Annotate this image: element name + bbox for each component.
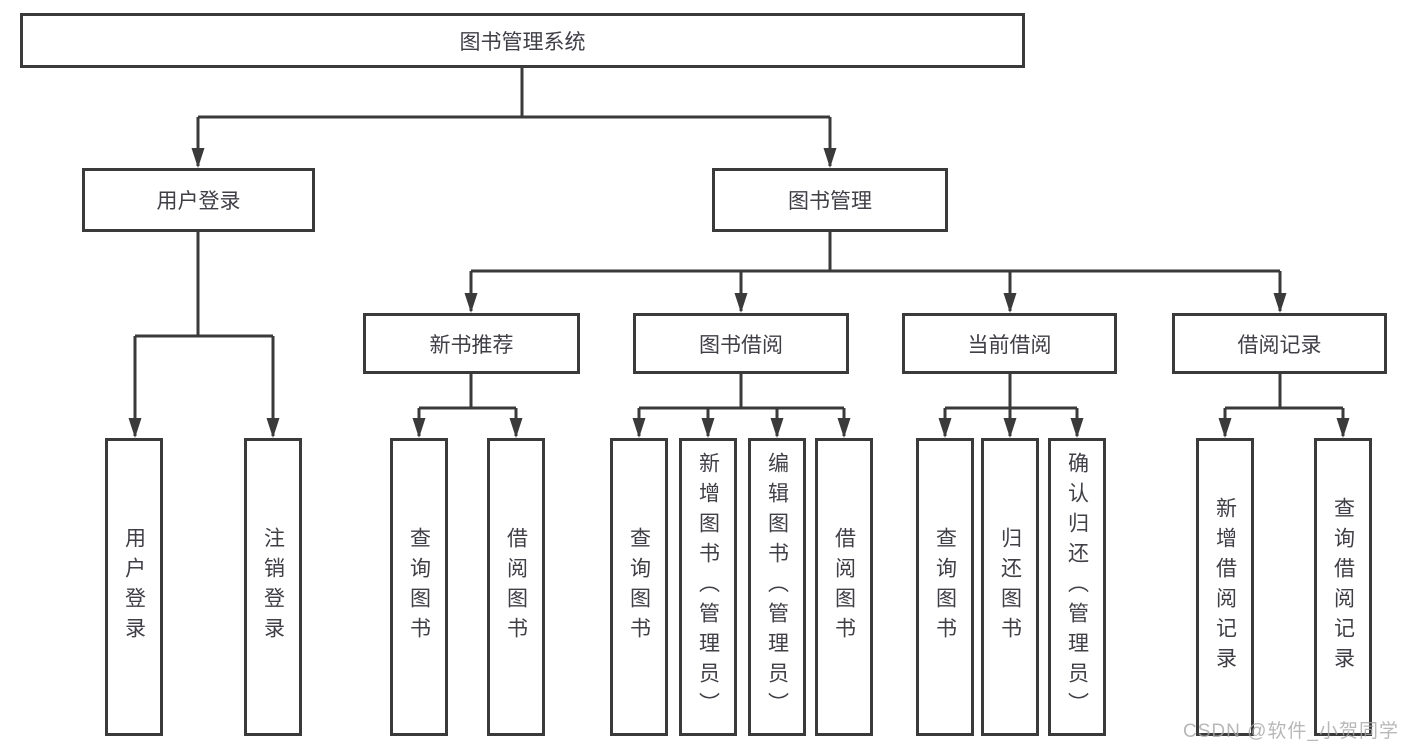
- node-label: 查询图书: [933, 527, 957, 647]
- node-label: 借阅图书: [504, 527, 528, 647]
- node-label: 新增图书（管理员）: [696, 452, 720, 722]
- leaf-br-query-record: 查询借阅记录: [1314, 438, 1372, 736]
- node-label: 归还图书: [998, 527, 1022, 647]
- node-label: 新增借阅记录: [1213, 497, 1237, 677]
- leaf-nbr-borrow-books: 借阅图书: [487, 438, 545, 736]
- node-label: 借阅图书: [832, 527, 856, 647]
- node-label: 用户登录: [122, 527, 146, 647]
- node-label: 查询图书: [627, 527, 651, 647]
- node-root-library-system: 图书管理系统: [20, 13, 1025, 68]
- node-new-book-recommend: 新书推荐: [363, 313, 580, 374]
- node-label: 编辑图书（管理员）: [765, 452, 789, 722]
- node-label: 借阅记录: [1237, 333, 1322, 357]
- leaf-nbr-query-books: 查询图书: [390, 438, 448, 736]
- leaf-cb-confirm-return-admin: 确认归还（管理员）: [1048, 438, 1106, 736]
- node-book-borrow: 图书借阅: [633, 313, 849, 374]
- node-label: 当前借阅: [967, 333, 1052, 357]
- node-label: 注销登录: [261, 527, 285, 647]
- node-label: 图书借阅: [699, 333, 783, 357]
- node-label: 查询借阅记录: [1331, 497, 1355, 677]
- leaf-bb-edit-books-admin: 编辑图书（管理员）: [748, 438, 806, 736]
- leaf-logout: 注销登录: [244, 438, 302, 736]
- node-book-management: 图书管理: [712, 168, 948, 232]
- node-label: 新书推荐: [429, 333, 514, 357]
- node-label: 图书管理系统: [459, 30, 586, 54]
- leaf-cb-query-books: 查询图书: [916, 438, 974, 736]
- leaf-cb-return-books: 归还图书: [981, 438, 1039, 736]
- node-label: 图书管理: [788, 190, 872, 213]
- leaf-br-add-record: 新增借阅记录: [1196, 438, 1254, 736]
- node-label: 确认归还（管理员）: [1065, 452, 1089, 722]
- leaf-bb-borrow-books: 借阅图书: [815, 438, 873, 736]
- leaf-bb-query-books: 查询图书: [610, 438, 668, 736]
- node-label: 用户登录: [156, 190, 241, 213]
- csdn-watermark: CSDN @软件_小贺同学: [1183, 721, 1399, 742]
- node-current-borrow: 当前借阅: [902, 313, 1117, 374]
- node-user-login: 用户登录: [82, 168, 315, 232]
- leaf-user-login: 用户登录: [105, 438, 163, 736]
- node-borrow-records: 借阅记录: [1172, 313, 1387, 374]
- leaf-bb-add-books-admin: 新增图书（管理员）: [679, 438, 737, 736]
- node-label: 查询图书: [407, 527, 431, 647]
